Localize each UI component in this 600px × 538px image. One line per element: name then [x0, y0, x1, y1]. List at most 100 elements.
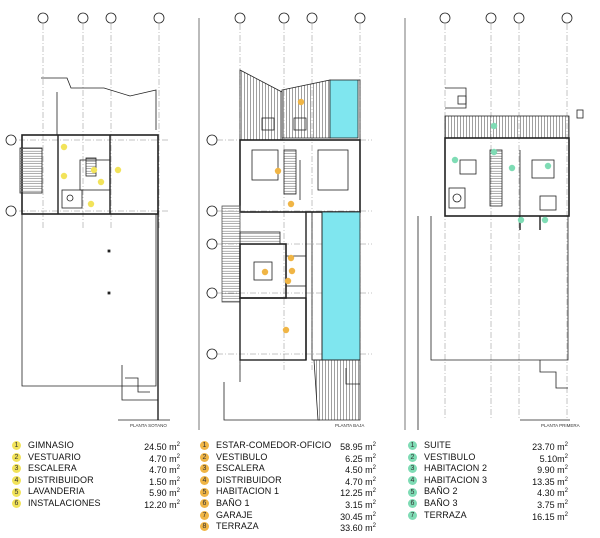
room-area-value: 4.50 m [345, 465, 373, 476]
room-number-marker: 4 [200, 476, 209, 486]
area-unit-exponent: 2 [176, 488, 180, 495]
room-area-value: 58.95 m [340, 442, 373, 452]
room-name: SUITE [424, 440, 452, 450]
room-number-marker: 1 [12, 441, 21, 451]
room-number-marker: 1 [408, 441, 417, 451]
room-area-value: 23.70 m [532, 442, 565, 452]
room-number-marker: 7 [408, 510, 417, 520]
room-area-value: 30.45 m [340, 511, 373, 522]
room-area: 13.35 m2 [532, 475, 568, 489]
ground-room-markers [261, 98, 305, 334]
area-unit-exponent: 2 [176, 465, 180, 472]
area-unit-exponent: 2 [372, 523, 376, 530]
legend-row: 1 ESTAR-COMEDOR-OFICIO 58.95 m2 [200, 440, 376, 452]
room-area-value: 3.75 m [537, 499, 565, 510]
room-name: ESCALERA [216, 463, 265, 474]
room-name: HABITACION 3 [424, 474, 488, 485]
room-area-value: 13.35 m [532, 476, 565, 487]
room-name: TERRAZA [216, 521, 259, 532]
room-name: BAÑO 3 [424, 497, 458, 508]
room-number-marker: 7 [200, 510, 209, 520]
ground-plan-label: PLANTA BAJA [335, 423, 364, 428]
area-unit-exponent: 2 [564, 476, 568, 483]
room-area-value: 1.50 m [149, 476, 177, 487]
room-area-value: 4.30 m [537, 488, 565, 499]
room-number-marker: 8 [200, 522, 209, 532]
room-name: INSTALACIONES [28, 497, 101, 508]
legend-row: 4 DISTRIBUIDOR 1.50 m2 [12, 475, 180, 487]
room-area: 4.50 m2 [345, 463, 376, 477]
ground-plan [206, 12, 372, 421]
area-unit-exponent: 2 [564, 511, 568, 518]
room-area: 23.70 m2 [532, 440, 568, 454]
room-number-marker: 3 [12, 464, 21, 474]
room-area-value: 24.50 m [144, 442, 177, 452]
room-name: GARAJE [216, 509, 253, 520]
room-area: 4.70 m2 [149, 452, 180, 466]
room-area: 5.10m2 [540, 452, 568, 466]
first-plan [417, 12, 584, 430]
area-unit-exponent: 2 [176, 442, 180, 448]
room-area-value: 4.70 m [149, 465, 177, 476]
room-area-value: 4.70 m [345, 476, 373, 487]
room-number-marker: 5 [12, 487, 21, 497]
room-area-value: 12.20 m [144, 499, 177, 510]
area-unit-exponent: 2 [372, 476, 376, 483]
room-area: 3.15 m2 [345, 498, 376, 512]
room-name: BAÑO 1 [216, 497, 250, 508]
room-area: 4.30 m2 [537, 486, 568, 500]
floor-plans-drawing: PLANTA SOTANO [5, 12, 584, 430]
room-number-marker: 5 [408, 487, 417, 497]
room-area: 5.90 m2 [149, 486, 180, 500]
room-area: 33.60 m2 [340, 521, 376, 535]
area-unit-exponent: 2 [372, 453, 376, 460]
room-name: GIMNASIO [28, 440, 74, 450]
area-unit-exponent: 2 [372, 442, 376, 448]
area-unit-exponent: 2 [372, 499, 376, 506]
legend-row: 1 SUITE 23.70 m2 [408, 440, 578, 452]
room-name: LAVANDERIA [28, 486, 85, 497]
room-name: HABITACION 2 [424, 463, 488, 474]
room-area: 4.70 m2 [149, 463, 180, 477]
room-area: 1.50 m2 [149, 475, 180, 489]
room-number-marker: 6 [408, 499, 417, 509]
room-name: HABITACION 1 [216, 486, 280, 497]
room-name: BAÑO 2 [424, 486, 458, 497]
room-area: 4.70 m2 [345, 475, 376, 489]
basement-plan [5, 12, 170, 421]
room-name: VESTIBULO [216, 451, 268, 462]
area-unit-exponent: 2 [176, 453, 180, 460]
room-area-value: 5.90 m [149, 488, 177, 499]
first-plan-label: PLANTA PRIMERA [541, 423, 580, 428]
room-number-marker: 4 [12, 476, 21, 486]
legend-row: 8 TERRAZA 33.60 m2 [200, 521, 376, 533]
basement-room-markers [60, 143, 122, 208]
room-area-value: 3.15 m [345, 499, 373, 510]
room-area-value: 33.60 m [340, 523, 373, 534]
legend-row: 5 BAÑO 2 4.30 m2 [408, 486, 578, 498]
room-name: ESTAR-COMEDOR-OFICIO [216, 440, 332, 450]
room-area: 3.75 m2 [537, 498, 568, 512]
room-area-value: 4.70 m [149, 453, 177, 464]
room-number-marker: 1 [200, 441, 209, 451]
room-name: DISTRIBUIDOR [28, 474, 94, 485]
area-unit-exponent: 2 [564, 465, 568, 472]
room-area-value: 6.25 m [345, 453, 373, 464]
area-unit-exponent: 2 [176, 499, 180, 506]
basement-plan-label: PLANTA SOTANO [130, 423, 167, 428]
area-unit-exponent: 2 [564, 499, 568, 506]
room-area-value: 16.15 m [532, 511, 565, 522]
room-area: 9.90 m2 [537, 463, 568, 477]
